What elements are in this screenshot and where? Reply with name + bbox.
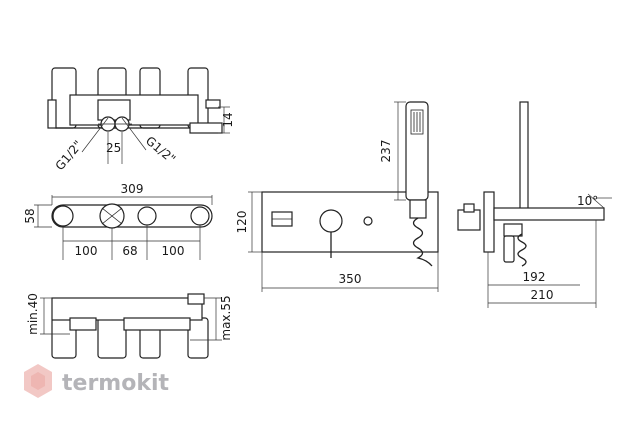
watermark-logo-icon xyxy=(24,364,52,398)
diverter-button xyxy=(363,216,373,226)
bottom-block-left xyxy=(69,317,97,331)
dim-plate-height: 120 xyxy=(235,211,249,234)
bottom-body xyxy=(51,297,203,321)
dim-plate-width: 350 xyxy=(339,272,362,286)
front-knob-1 xyxy=(52,205,74,227)
side-holder xyxy=(503,223,523,237)
side-cap xyxy=(463,203,475,213)
dim-spacing-left: 100 xyxy=(75,244,98,258)
thread-right-leader xyxy=(121,117,147,151)
dim-thread-left: G1/2" xyxy=(53,138,86,173)
dim-depth: 58 xyxy=(23,208,37,223)
front-body xyxy=(51,204,213,228)
side-wall-plate xyxy=(483,191,495,253)
dim-hose-height: 237 xyxy=(379,140,393,163)
dim-spacing-mid: 68 xyxy=(122,244,137,258)
dim-dn: 25 xyxy=(106,141,121,155)
dim-top-height: 14 xyxy=(221,112,235,127)
top-view xyxy=(47,67,230,164)
dim-min-depth: min.40 xyxy=(26,293,40,335)
side-body xyxy=(457,209,481,231)
front-knob-4 xyxy=(190,206,210,226)
bottom-knob-2 xyxy=(97,317,127,359)
mixer-handle xyxy=(319,209,343,233)
bottom-view xyxy=(40,293,222,359)
front-knob-3 xyxy=(137,206,157,226)
bottom-pin xyxy=(187,293,205,305)
plate-view xyxy=(248,101,439,292)
side-hand-shower xyxy=(519,101,529,213)
dim-max-depth: max.55 xyxy=(219,295,233,340)
watermark-text: termokit xyxy=(62,371,169,396)
angle-leader xyxy=(587,193,605,209)
shower-holder xyxy=(409,199,427,219)
thread-left-leader xyxy=(81,117,109,153)
top-pin xyxy=(205,99,221,109)
left-cap xyxy=(47,99,57,129)
side-view xyxy=(457,101,612,308)
dim-spacing-right: 100 xyxy=(162,244,185,258)
dim-spout-reach: 192 xyxy=(523,270,546,284)
bottom-block-mid xyxy=(123,317,191,331)
watermark: termokit xyxy=(24,364,169,398)
inlet-block xyxy=(97,99,131,121)
dim-angle: 10° xyxy=(577,194,598,208)
valve-body xyxy=(69,94,199,126)
shower-hose xyxy=(412,217,433,267)
front-view xyxy=(34,195,213,260)
dim-overall-width: 309 xyxy=(121,182,144,196)
dim-side-depth: 210 xyxy=(531,288,554,302)
right-cap xyxy=(189,122,223,134)
side-hose xyxy=(517,233,527,267)
shower-head-nozzles xyxy=(413,112,421,132)
hand-shower-head xyxy=(410,109,424,135)
side-lever xyxy=(503,235,515,263)
watermark-logo-inner xyxy=(31,372,45,390)
side-spout xyxy=(493,207,605,221)
dim-thread-right: G1/2" xyxy=(143,134,178,167)
front-cross-b xyxy=(101,207,123,225)
bottom-knob-4 xyxy=(187,317,209,359)
